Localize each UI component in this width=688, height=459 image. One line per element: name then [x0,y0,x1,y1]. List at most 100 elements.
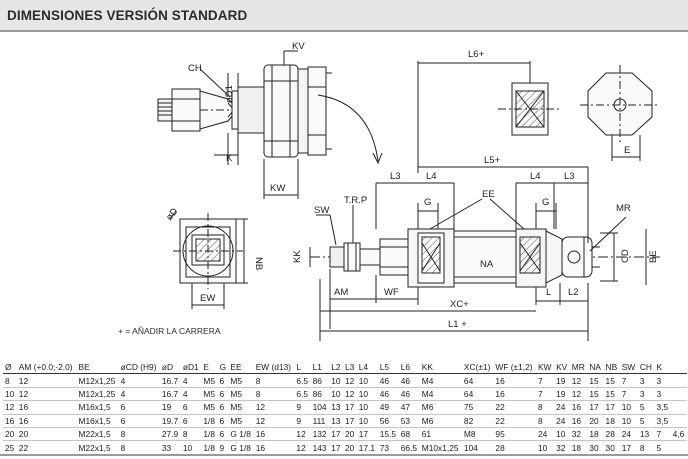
table-cell: M5 [203,402,215,413]
table-cell: 61 [421,429,432,440]
table-cell: 12 [5,402,15,413]
table-cell: 18 [571,442,582,453]
table-cell: 16 [18,402,29,413]
table-cell: 132 [312,429,327,440]
table-cell: 16 [495,375,505,386]
table-cell: 4 [182,388,188,399]
table-cell: 19 [161,402,172,413]
table-cell: 12 [255,402,266,413]
table-cell: 46 [379,388,390,399]
table-cell: 3 [639,375,645,386]
table-cell: 25 [5,442,15,453]
table-cell: M22x1,5 [78,442,111,453]
table-cell: 16 [18,415,29,426]
table-cell: 64 [463,388,474,399]
table-cell: 10 [556,429,566,440]
table-cell: 6 [219,415,225,426]
label-am: AM [334,287,348,298]
table-cell: 12 [255,415,266,426]
cylinder-body [310,228,660,288]
label-kv: KV [292,41,305,52]
table-cell: 68 [400,429,411,440]
table-cell: M8 [463,429,476,440]
table-cell: 10 [182,442,193,453]
table-cell: 9 [219,442,225,453]
table-cell: 46 [400,375,411,386]
table-cell: 143 [312,442,327,453]
column-header: KV [556,362,568,373]
rod-end-detail [157,64,332,158]
label-be: BE [648,250,659,263]
table-cell: 18 [589,429,599,440]
table-cell: M16x1,5 [78,402,111,413]
table-cell: 64 [463,375,474,386]
table-cell: 19 [556,375,566,386]
table-cell: 6.5 [296,375,309,386]
column-header: KK [421,362,433,373]
table-cell: 7 [537,375,543,386]
table-cell: 82 [463,415,474,426]
column-header: SW [621,362,636,373]
table-cell: 8 [5,375,10,386]
table-cell: 3 [656,388,662,399]
table-cell: 24 [556,402,566,413]
column-header: K [656,362,663,373]
table-cell: 33 [161,442,172,453]
label-ee: EE [482,189,495,200]
table-cell: 47 [400,402,411,413]
table-cell: 10 [358,388,369,399]
column-header: L3 [344,362,355,373]
bottom-rule [0,454,688,456]
table-cell: 9 [296,402,302,413]
page-header: DIMENSIONES VERSIÓN STANDARD [0,0,688,32]
table-cell: 5 [639,415,645,426]
table-cell: M5 [203,388,215,399]
column-header: Ø [5,362,12,373]
table-cell: 56 [379,415,390,426]
column-header: EE [230,362,242,373]
table-cell: 104 [463,442,478,453]
table-cell: 8 [255,375,261,386]
table-cell: 22 [18,442,29,453]
table-cell: M5 [230,415,243,426]
table-cell: 3 [639,388,645,399]
table-cell: 8 [537,415,543,426]
label-g-left: G [424,197,431,208]
table-cell: 12 [296,442,306,453]
label-l3-left: L3 [390,171,401,182]
table-cell: 20 [589,415,599,426]
column-header: L4 [358,362,369,373]
label-l6: L6+ [468,49,485,60]
table-cell: 10 [621,415,632,426]
table-cell: 12 [18,375,29,386]
column-header: G [219,362,227,373]
table-cell: 10 [5,388,15,399]
table-cell: 22 [495,402,505,413]
label-l3-right: L3 [564,171,575,182]
column-header: WF (±1,2) [495,362,533,373]
table-cell: 75 [463,402,474,413]
table-cell: 28 [605,429,615,440]
table-cell: 24 [621,429,632,440]
table-cell: M5 [230,375,243,386]
table-cell: 13 [639,429,650,440]
column-header: EW (d13) [255,362,292,373]
column-header: AM (+0.0;-2.0) [18,362,73,373]
technical-drawing: CH øD1 KV K KW øD NB EW L6+ L5+ E L3 L4 … [157,41,660,341]
label-l: L [546,287,551,298]
table-cell: 6 [219,388,225,399]
table-cell: 10 [331,388,341,399]
table-cell: 24 [537,429,548,440]
table-cell: 13 [331,402,341,413]
pivot-end-view [417,61,560,173]
table-cell: 46 [400,388,411,399]
table-cell: 111 [312,415,326,426]
column-header: E [203,362,209,373]
label-ew: EW [200,293,215,304]
table-cell: 12 [344,388,355,399]
table-cell: 7 [537,388,543,399]
